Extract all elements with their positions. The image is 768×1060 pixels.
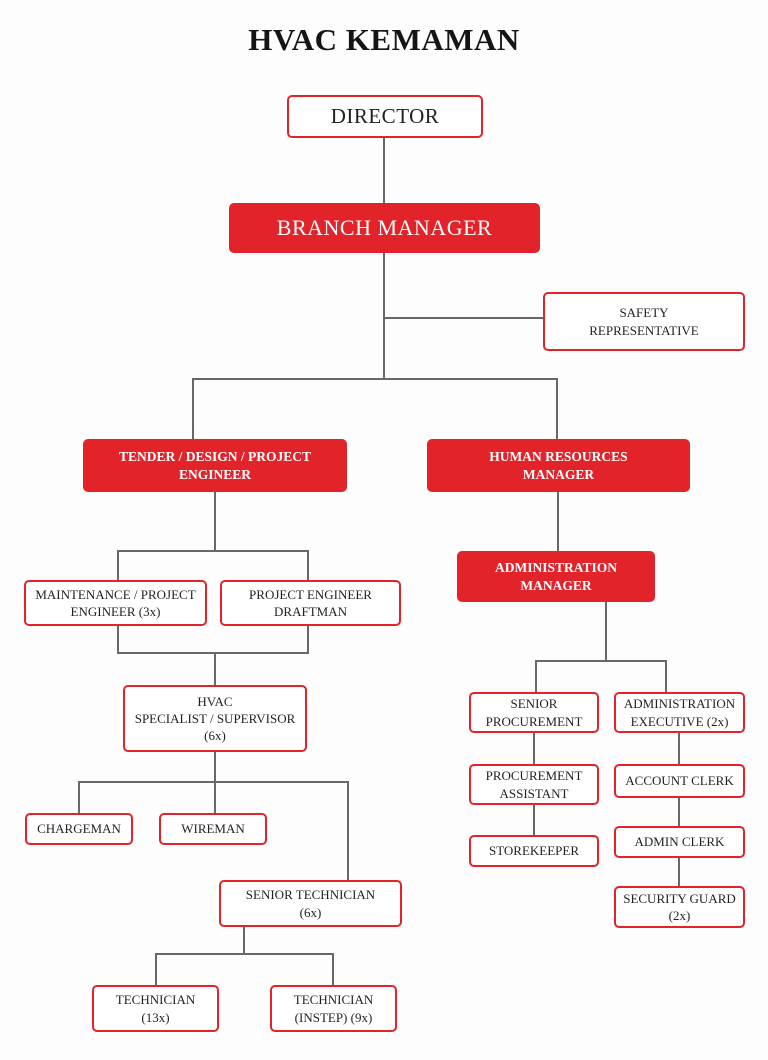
connector-line	[214, 491, 216, 551]
node-storekeeper: STOREKEEPER	[469, 835, 599, 867]
connector-line	[384, 317, 543, 319]
node-wireman: WIREMAN	[159, 813, 267, 845]
node-maintenance-project-engineer: MAINTENANCE / PROJECT ENGINEER (3x)	[24, 580, 207, 626]
node-tender-design-project-engineer: TENDER / DESIGN / PROJECT ENGINEER	[83, 439, 347, 492]
node-safety-representative: SAFETY REPRESENTATIVE	[543, 292, 745, 351]
connector-line	[533, 733, 535, 764]
connector-line	[243, 927, 245, 955]
connector-line	[678, 858, 680, 886]
connector-line	[383, 137, 385, 203]
connector-line	[117, 652, 309, 654]
node-technician: TECHNICIAN (13x)	[92, 985, 219, 1032]
connector-line	[556, 378, 558, 439]
connector-line	[383, 253, 385, 379]
connector-line	[332, 953, 334, 985]
node-project-engineer-draftman: PROJECT ENGINEER DRAFTMAN	[220, 580, 401, 626]
connector-line	[665, 660, 667, 692]
connector-line	[533, 805, 535, 835]
node-senior-procurement: SENIOR PROCUREMENT	[469, 692, 599, 733]
node-human-resources-manager: HUMAN RESOURCES MANAGER	[427, 439, 690, 492]
node-branch-manager: BRANCH MANAGER	[229, 203, 540, 253]
node-chargeman: CHARGEMAN	[25, 813, 133, 845]
connector-line	[535, 660, 537, 692]
page-title: HVAC KEMAMAN	[248, 22, 520, 57]
connector-line	[192, 378, 194, 439]
connector-line	[192, 378, 558, 380]
connector-line	[678, 733, 680, 764]
connector-line	[214, 781, 216, 813]
node-technician-instep: TECHNICIAN (INSTEP) (9x)	[270, 985, 397, 1032]
connector-line	[605, 602, 607, 662]
node-hvac-specialist-supervisor: HVAC SPECIALIST / SUPERVISOR (6x)	[123, 685, 307, 752]
node-security-guard: SECURITY GUARD (2x)	[614, 886, 745, 928]
connector-line	[678, 796, 680, 826]
node-admin-clerk: ADMIN CLERK	[614, 826, 745, 858]
connector-line	[78, 781, 349, 783]
connector-line	[117, 550, 309, 552]
connector-line	[535, 660, 667, 662]
connector-line	[214, 752, 216, 783]
node-administration-executive: ADMINISTRATION EXECUTIVE (2x)	[614, 692, 745, 733]
node-director: DIRECTOR	[287, 95, 483, 138]
connector-line	[557, 491, 559, 551]
connector-line	[155, 953, 334, 955]
connector-line	[347, 781, 349, 880]
node-procurement-assistant: PROCUREMENT ASSISTANT	[469, 764, 599, 805]
connector-line	[155, 953, 157, 985]
node-account-clerk: ACCOUNT CLERK	[614, 764, 745, 798]
connector-line	[214, 652, 216, 685]
node-administration-manager: ADMINISTRATION MANAGER	[457, 551, 655, 602]
node-senior-technician: SENIOR TECHNICIAN (6x)	[219, 880, 402, 927]
connector-line	[78, 781, 80, 813]
